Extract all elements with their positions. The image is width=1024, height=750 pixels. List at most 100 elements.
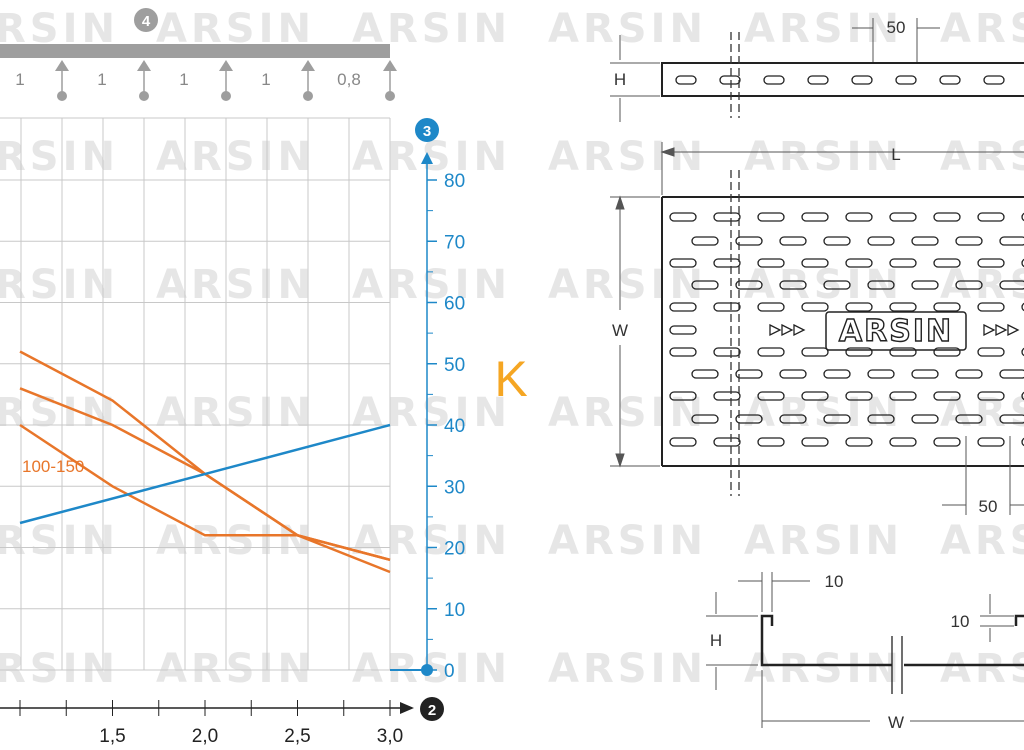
watermark-tile: ARSIN	[548, 646, 707, 692]
watermark-tile: ARSIN	[744, 518, 903, 564]
span-label: 1	[179, 70, 188, 89]
tray-slot	[933, 258, 961, 268]
tray-slot	[823, 414, 851, 424]
tray-slot	[845, 391, 873, 401]
tray-slot	[933, 302, 961, 312]
tray-slot	[757, 212, 785, 222]
tray-slot	[845, 347, 873, 357]
watermark-tile: ARSIN	[0, 390, 119, 436]
tray-slot	[823, 369, 851, 379]
tray-slot	[735, 236, 763, 246]
watermark-tile: ARSIN	[744, 134, 903, 180]
support-dot	[385, 91, 395, 101]
span-label: 0,8	[337, 70, 361, 89]
tray-slot	[757, 258, 785, 268]
height-dimension	[610, 35, 660, 122]
tray-slot	[801, 347, 829, 357]
tray-slot	[823, 236, 851, 246]
tray-slot	[889, 258, 917, 268]
tray-cross-section	[760, 614, 1024, 667]
tray-slot	[911, 280, 939, 290]
support-arrow	[219, 60, 233, 71]
tray-slot	[977, 212, 1005, 222]
tray-slot	[977, 391, 1005, 401]
top-dimension	[852, 18, 940, 62]
series-line-3	[19, 423, 391, 562]
tray-slot	[779, 414, 807, 424]
support-span-labels: 1 1 1 1 0,8	[15, 70, 361, 89]
watermark-tile: ARSIN	[744, 390, 903, 436]
x-tick-label: 2,5	[284, 726, 310, 747]
tray-slot	[933, 391, 961, 401]
side-slot	[939, 75, 961, 85]
tray-slot	[867, 280, 895, 290]
tray-slot	[999, 369, 1024, 379]
tray-slot	[735, 369, 763, 379]
y-tick-label: 30	[444, 477, 465, 498]
watermark-tile: ARSIN	[548, 262, 707, 308]
watermark-tile: ARSIN	[156, 518, 315, 564]
tray-slot	[801, 302, 829, 312]
tray-slot	[801, 391, 829, 401]
span-label: 1	[15, 70, 24, 89]
section-height-label: H	[710, 631, 722, 650]
k-label: K	[494, 351, 527, 407]
tray-slot	[977, 437, 1005, 447]
side-slot	[851, 75, 873, 85]
tray-slot	[669, 391, 697, 401]
bottom-dimension-label: 50	[979, 497, 998, 516]
tray-logo-frame	[825, 311, 967, 351]
watermark-tile: ARSIN	[744, 262, 903, 308]
tray-slot	[955, 236, 983, 246]
tray-slot	[933, 437, 961, 447]
tray-slot	[889, 212, 917, 222]
watermark-tile: ARSIN	[940, 6, 1024, 52]
tray-slot	[845, 212, 873, 222]
series-label-100-150: 100-150	[22, 457, 84, 476]
y-tick-label: 40	[444, 416, 465, 437]
support-bar-marker-label: 4	[142, 13, 151, 30]
watermark-tile: ARSIN	[940, 518, 1024, 564]
tray-slot	[1021, 258, 1024, 268]
chart-series	[19, 350, 391, 574]
tray-top-view	[661, 196, 1024, 467]
tray-slot	[977, 258, 1005, 268]
tray-slot	[669, 302, 697, 312]
support-points	[55, 60, 397, 101]
tray-logo: ARSIN	[839, 314, 953, 349]
tray-slot	[735, 280, 763, 290]
tray-slot	[933, 212, 961, 222]
tray-slot	[713, 302, 741, 312]
y-tick-label: 60	[444, 294, 465, 315]
tray-slot	[801, 212, 829, 222]
tray-slot	[1021, 391, 1024, 401]
x-tick-label: 1,5	[99, 726, 125, 747]
support-bar	[0, 44, 390, 58]
top-dimension-label: 50	[887, 18, 906, 37]
watermark-tile: ARSIN	[940, 134, 1024, 180]
tray-slot	[911, 369, 939, 379]
tray-slot	[713, 391, 741, 401]
watermark-tile: ARSIN	[156, 390, 315, 436]
tray-slot	[691, 280, 719, 290]
y-axis-marker	[415, 118, 439, 142]
tray-slot	[999, 414, 1024, 424]
tray-slot	[845, 437, 873, 447]
tray-slot	[757, 347, 785, 357]
tray-slot	[757, 302, 785, 312]
tray-slot	[889, 391, 917, 401]
y-tick-label: 50	[444, 355, 465, 376]
tray-slot	[1021, 212, 1024, 222]
tray-slot	[999, 280, 1024, 290]
tray-slot	[845, 258, 873, 268]
support-arrow	[55, 60, 69, 71]
section-break	[891, 636, 903, 694]
support-arrow	[137, 60, 151, 71]
watermark-tile: ARSIN	[548, 6, 707, 52]
side-slot	[895, 75, 917, 85]
watermark-tile: ARSIN	[0, 134, 119, 180]
tray-slot	[889, 437, 917, 447]
tray-slot	[889, 302, 917, 312]
tray-slot	[669, 437, 697, 447]
